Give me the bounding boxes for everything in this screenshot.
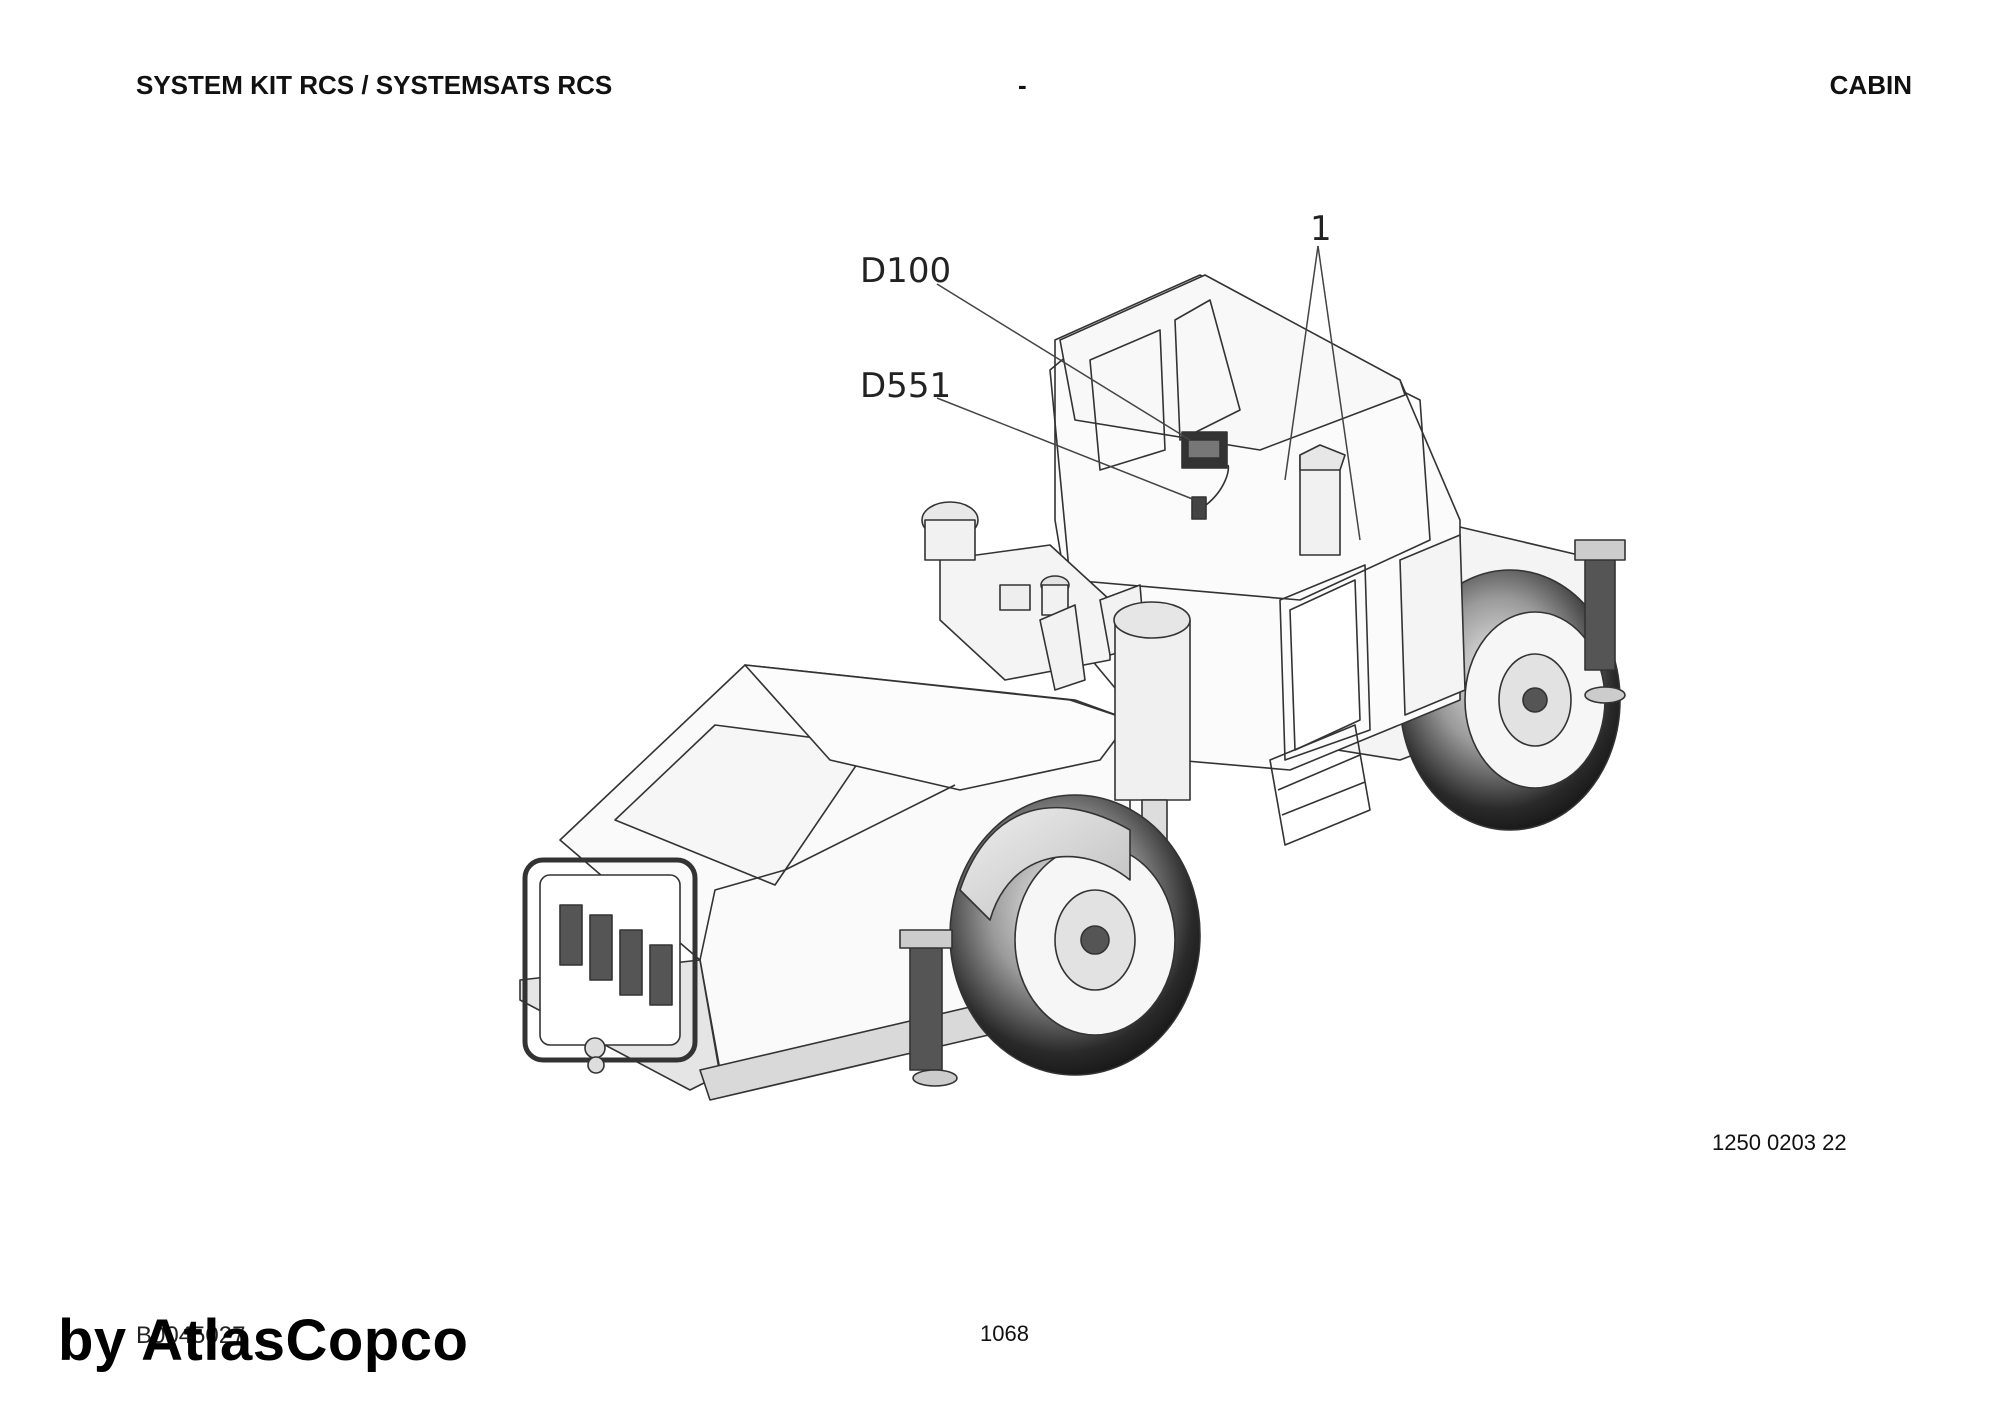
watermark-brand: by AtlasCopco: [58, 1308, 469, 1373]
connector-d551: [1191, 496, 1207, 520]
callout-d551: D551: [860, 366, 951, 406]
part-number: 1250 0203 22: [1712, 1130, 1847, 1155]
header-separator: -: [1018, 70, 1027, 100]
header-section: CABIN: [1829, 70, 1912, 100]
page-number: 1068: [980, 1321, 1029, 1346]
callout-d100: D100: [860, 251, 951, 291]
callout-item-1: 1: [1310, 209, 1332, 249]
header-title: SYSTEM KIT RCS / SYSTEMSATS RCS: [136, 70, 613, 100]
document-reference: B0045027: [136, 1322, 246, 1349]
